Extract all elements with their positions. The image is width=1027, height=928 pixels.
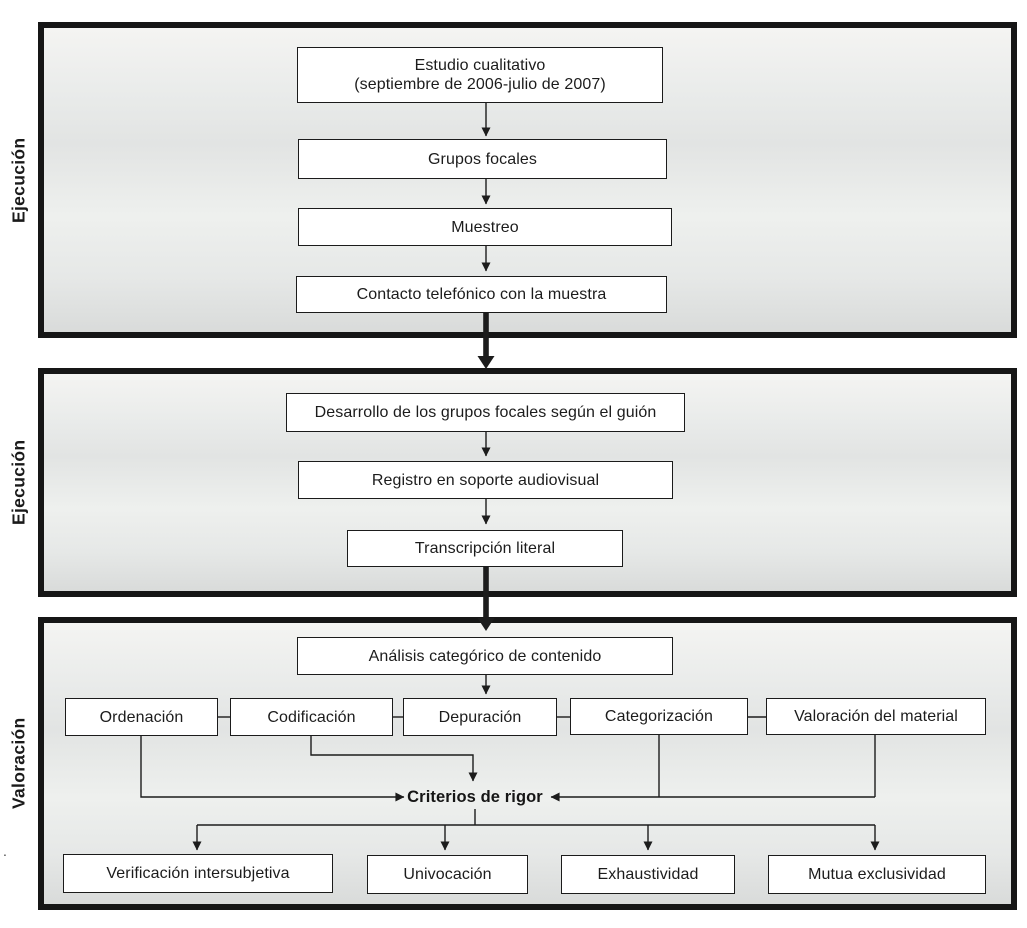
box-exhaustividad: Exhaustividad <box>561 855 735 894</box>
box-verificacion-intersubjetiva: Verificación intersubjetiva <box>63 854 333 893</box>
box-desarrollo-grupos: Desarrollo de los grupos focales según e… <box>286 393 685 432</box>
panel2-side-label: Ejecución <box>8 439 29 526</box>
panel1-side-label: Ejecución <box>8 137 29 223</box>
box-registro-audiovisual: Registro en soporte audiovisual <box>298 461 673 499</box>
box-univocacion: Univocación <box>367 855 528 894</box>
box-codificacion: Codificación <box>230 698 393 736</box>
stray-dot-mark: . <box>3 843 7 859</box>
box-categorizacion: Categorización <box>570 698 748 735</box>
box-muestreo: Muestreo <box>298 208 672 246</box>
box-estudio-line2: (septiembre de 2006-julio de 2007) <box>354 76 606 93</box>
criterios-de-rigor-label: Criterios de rigor <box>407 788 543 806</box>
box-contacto-telefonico: Contacto telefónico con la muestra <box>296 276 667 313</box>
box-mutua-exclusividad: Mutua exclusividad <box>768 855 986 894</box>
box-estudio-cualitativo: Estudio cualitativo (septiembre de 2006-… <box>297 47 663 103</box>
box-valoracion-material: Valoración del material <box>766 698 986 735</box>
box-analisis-categorico: Análisis categórico de contenido <box>297 637 673 675</box>
box-depuracion: Depuración <box>403 698 557 736</box>
box-estudio-line1: Estudio cualitativo <box>414 57 546 74</box>
box-grupos-focales: Grupos focales <box>298 139 667 179</box>
box-transcripcion-literal: Transcripción literal <box>347 530 623 567</box>
panel3-side-label: Valoración <box>8 717 29 810</box>
box-ordenacion: Ordenación <box>65 698 218 736</box>
